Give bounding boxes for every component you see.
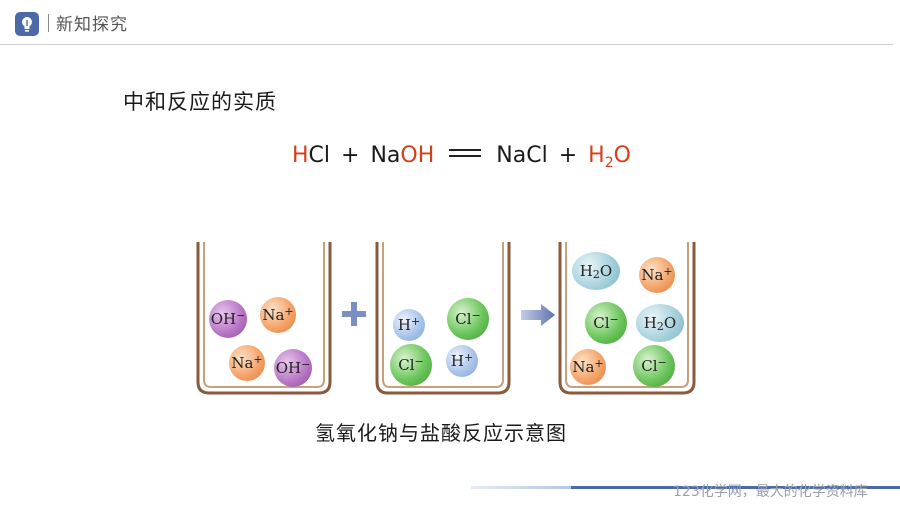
eq-nacl: NaCl (496, 143, 548, 168)
ion-cl: Cl− (633, 345, 675, 387)
header: 新知探究 (0, 0, 900, 46)
lightbulb-icon (15, 12, 39, 36)
eq-h2o-o: O (613, 143, 631, 168)
footer-divider (571, 486, 900, 489)
diagram-caption: 氢氧化钠与盐酸反应示意图 (315, 421, 567, 445)
slide-title: 中和反应的实质 (123, 90, 277, 114)
ion-na: Na+ (570, 349, 606, 385)
eq-naoh-oh: OH (400, 143, 435, 168)
ion-h: H+ (446, 345, 478, 377)
eq-hcl-h: H (292, 143, 309, 168)
watermark-text: 123化学网，最大的化学资料库 (673, 484, 868, 500)
ion-cl: Cl− (390, 344, 432, 386)
eq-plus: + (341, 143, 360, 168)
header-divider (0, 44, 893, 45)
header-separator (48, 14, 49, 32)
chemical-equation: HCl + NaOH NaCl + H2O (292, 143, 631, 171)
ion-cl: Cl− (585, 302, 627, 344)
equals-sign (449, 148, 482, 158)
right-arrow-icon (521, 304, 555, 326)
beaker-hcl (375, 242, 511, 395)
ion-cl: Cl− (447, 298, 489, 340)
eq-naoh-na: Na (370, 143, 401, 168)
ion-h: H+ (393, 309, 425, 341)
ion-na: Na+ (229, 345, 265, 381)
ion-na: Na+ (260, 297, 296, 333)
eq-h2o-h: H (588, 143, 605, 168)
beaker-products (558, 242, 696, 395)
beaker-naoh (196, 242, 332, 395)
footer-divider-light (471, 486, 571, 489)
ion-oh: OH− (209, 300, 247, 338)
plus-icon (342, 302, 366, 326)
section-title: 新知探究 (56, 15, 128, 35)
ion-na: Na+ (639, 257, 675, 293)
ion-oh: OH− (274, 349, 312, 387)
eq-hcl-cl: Cl (308, 143, 331, 168)
eq-plus: + (558, 143, 578, 168)
eq-h2o-sub: 2 (604, 155, 614, 171)
